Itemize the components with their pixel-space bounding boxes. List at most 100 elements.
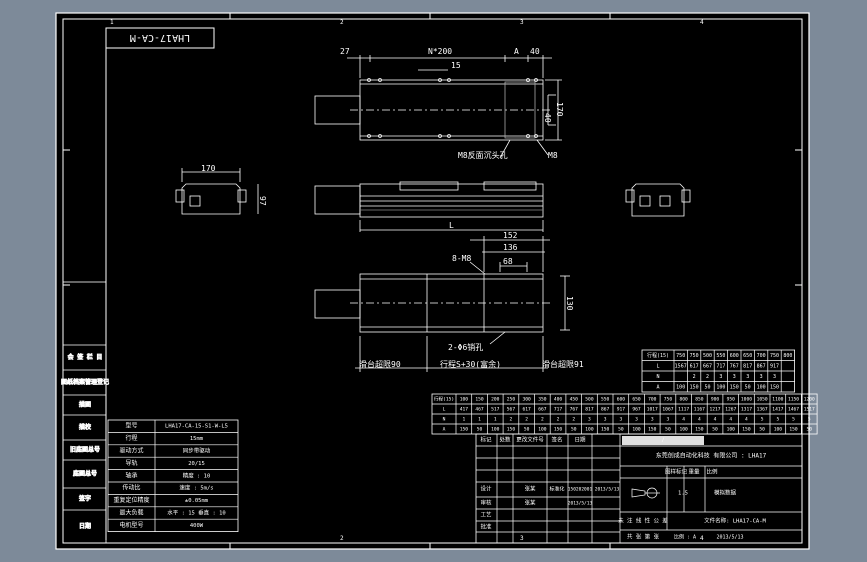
tb-sheet: 共 张 第 张 [627,533,659,541]
table-cell: 667 [703,363,712,369]
tb-weight-header: 图样标记 [665,468,688,476]
dim-a: A [514,47,519,56]
left-label: 签字 [79,495,91,503]
top-view [314,55,562,159]
table-cell: 1050 [757,397,768,403]
spec-value: 20/15 [188,461,205,467]
table-cell: 3 [651,417,654,423]
table-cell: 1 [494,417,497,423]
table-cell: 700 [757,353,766,359]
spec-value: 15mm [190,436,204,442]
tb-check-date: 2013/5/13 [568,501,593,507]
table-cell: 650 [632,397,641,403]
tb-scale: 比例 : A [674,534,696,541]
table-cell: 2 [541,417,544,423]
left-label: 会 签 栏 目 [68,353,103,361]
left-label: 旧底图总号 [70,446,100,454]
table-cell: 850 [695,397,704,403]
spec-value: LHA17-CA-15-S1-W-L5 [165,424,228,430]
table-cell: 967 [632,407,641,413]
table-cell: 500 [703,353,712,359]
table-cell: 3 [773,374,776,380]
table-cell: 2 [525,417,528,423]
table-cell: 867 [601,407,610,413]
table-cell: 1317 [741,407,752,413]
table-cell: 667 [538,407,547,413]
table-cell: 50 [704,384,710,390]
border-num-2-bottom: 2 [340,535,344,542]
table-cell: 417 [460,407,469,413]
table-cell: 150 [601,427,610,433]
table-cell: 50 [759,427,765,433]
note-pin-holes: 2-Φ6销孔 [448,342,483,352]
table-cell: 3 [760,374,763,380]
border-num-3-bottom: 3 [520,535,524,542]
border-num-1-top: 1 [110,19,114,26]
table-cell: 750 [770,353,779,359]
note-m8: M8 [548,151,558,160]
border-num-3-top: 3 [520,19,524,26]
table-cell: 517 [491,407,500,413]
table-cell: 500 [585,397,594,403]
tb-check: 审核 [480,499,492,507]
table-cell: 717 [716,363,725,369]
projection-symbol-icon [631,487,660,499]
table-row-header: L [656,363,659,369]
border-numbers: 1 2 3 4 2 3 4 [110,19,704,542]
spec-label: 行程 [125,434,137,442]
table-cell: 2 [510,417,513,423]
dim-27: 27 [340,47,350,56]
table-row-header: N [656,374,659,380]
left-label: 描校 [79,423,91,431]
spec-value: 水平 : 15 垂直 : 10 [167,509,225,517]
left-label: 描图 [79,401,91,409]
table-cell: 2 [557,417,560,423]
table-cell: 100 [460,397,469,403]
table-cell: 917 [617,407,626,413]
table-cell: 567 [507,407,516,413]
paper-frame [55,12,810,550]
table-cell: 150 [648,427,657,433]
dim-40: 40 [530,47,540,56]
table-cell: 600 [730,353,739,359]
table-cell: 817 [743,363,752,369]
table-cell: 600 [617,397,626,403]
table-cell: 150 [554,427,563,433]
tb-final-date: 2013/5/13 [716,535,743,541]
table-cell: 150 [789,427,798,433]
front-view [314,181,544,232]
table-cell: 5 [776,417,779,423]
spec-label: 电机型号 [119,521,143,529]
table-cell: 100 [727,427,736,433]
table-cell: 150 [507,427,516,433]
table-cell: 617 [522,407,531,413]
tb-checker: 张某 [524,499,536,507]
bottom-view-dimensions: 152 136 68 8-M8 130 2-Φ6销孔 滑台超限90 行程S+30… [359,231,584,369]
end-view-left [175,168,259,215]
table-cell: 50 [712,427,718,433]
table-cell: 750 [676,353,685,359]
table-cell: 350 [538,397,547,403]
table-cell: 50 [571,427,577,433]
table-cell: 1517 [804,407,815,413]
table-cell: 150 [742,427,751,433]
spec-value: 精度 : 10 [183,471,211,479]
table-cell: 5 [792,417,795,423]
table-cell: 4 [682,417,685,423]
tb-drawing-no: 文件名称: LHA17-CA-M [704,517,766,525]
table-cell: 5 [761,417,764,423]
revision-header: 更改文件号 [516,436,544,444]
table-cell: 50 [665,427,671,433]
note-slide-over-left: 滑台超限90 [359,359,401,369]
table-cell: 200 [491,397,500,403]
revision-header: 签名 [551,436,562,444]
table-cell: 150 [475,397,484,403]
tb-date: 2013/5/13 [595,487,620,493]
table-cell: 2 [693,374,696,380]
tb-title: 东莞创成自动化科技 有限公司 : LHA17 [656,452,767,460]
tb-process: 工艺 [480,512,492,519]
table-cell: 100 [538,427,547,433]
spec-label: 传动比 [122,484,140,492]
